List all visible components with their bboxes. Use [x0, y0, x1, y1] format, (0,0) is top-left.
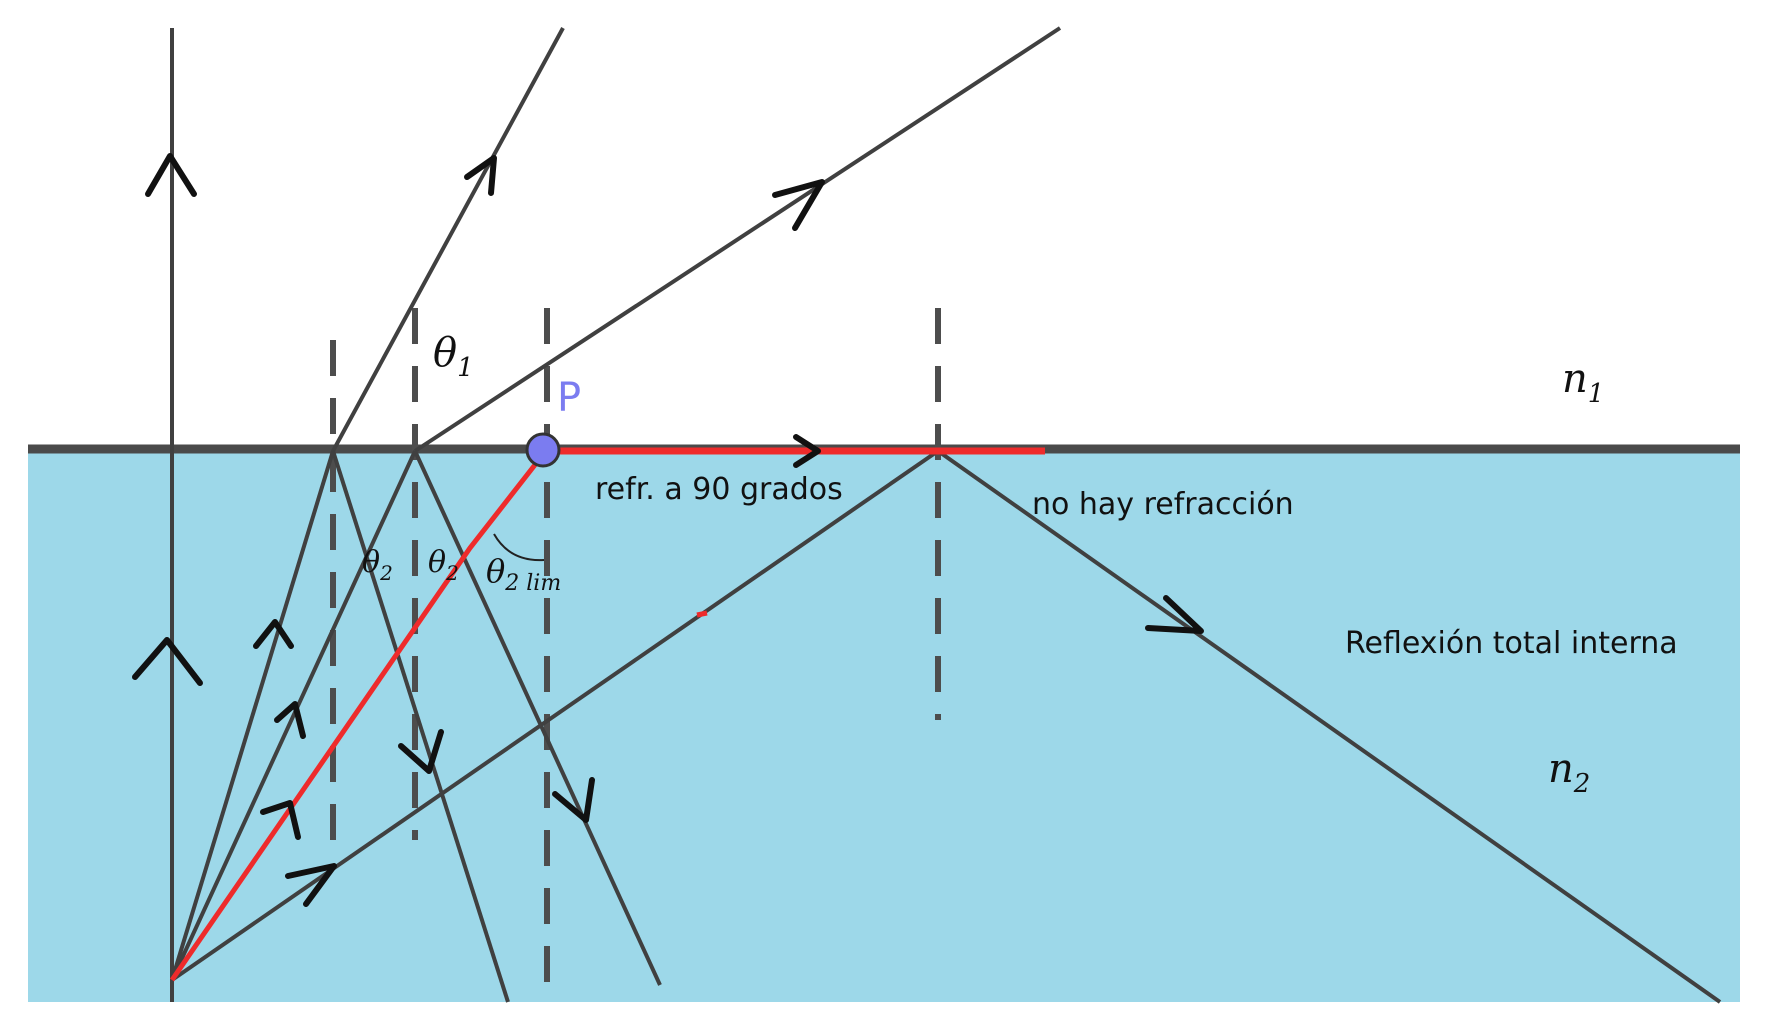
incident-ray-tir: [170, 449, 940, 982]
arrow-up-vertical-bottom-icon: [132, 637, 203, 686]
theta2-lim-label: θ2 lim: [486, 552, 561, 596]
n1-subscript: 1: [1588, 379, 1605, 409]
incident-ray-2: [170, 450, 417, 981]
theta1-subscript: 1: [457, 353, 474, 383]
arrow-incident-1-icon: [253, 619, 294, 649]
refr-90-label: refr. a 90 grados: [595, 472, 843, 507]
arrow-tir-incident-icon: [285, 863, 337, 907]
theta2-label-b: θ2: [428, 545, 459, 585]
no-refraction-label: no hay refracción: [1032, 487, 1294, 522]
arrow-up-vertical-top-icon: [145, 153, 197, 197]
point-p-marker: [525, 432, 561, 468]
incident-ray-1: [170, 450, 335, 981]
theta2-a-subscript: 2: [379, 561, 393, 585]
total-internal-reflection-label: Reflexión total interna: [1345, 626, 1678, 661]
theta2-b-subscript: 2: [445, 561, 459, 585]
arrow-incident-2-icon: [274, 701, 306, 739]
arrow-reflected-1-icon: [398, 729, 444, 774]
reflected-ray-1: [331, 450, 510, 1003]
refracted-ray-1: [331, 27, 565, 452]
n1-symbol: n: [1562, 356, 1588, 402]
point-p-label: P: [557, 375, 581, 421]
red-mark: [696, 610, 708, 618]
refracted-ray-2: [413, 26, 1062, 453]
theta2-label-a: θ2: [362, 545, 393, 585]
arrow-p-horizontal-icon: [793, 434, 821, 468]
medium-2-region: [28, 446, 1740, 1002]
theta2-a-symbol: θ: [362, 545, 380, 580]
critical-angle-arc: [493, 533, 545, 562]
theta2-b-symbol: θ: [428, 545, 446, 580]
theta1-label: θ1: [433, 330, 474, 383]
arrow-tir-reflected-icon: [1145, 595, 1204, 634]
arrow-refracted-2-icon: [772, 179, 825, 231]
n1-label: n1: [1562, 356, 1604, 409]
n2-label: n2: [1548, 746, 1590, 799]
critical-ray: [169, 450, 547, 982]
theta2-lim-symbol: θ: [486, 552, 505, 590]
theta2-lim-subscript: 2 lim: [504, 571, 561, 596]
arrow-reflected-2-icon: [552, 777, 595, 823]
theta1-symbol: θ: [433, 330, 457, 376]
n2-subscript: 2: [1573, 769, 1591, 799]
tir-reflected-ray: [936, 449, 1722, 1004]
arrow-critical-icon: [260, 800, 301, 840]
reflected-ray-2: [413, 450, 662, 986]
n2-symbol: n: [1548, 746, 1574, 792]
arrow-refracted-1-icon: [464, 155, 497, 196]
